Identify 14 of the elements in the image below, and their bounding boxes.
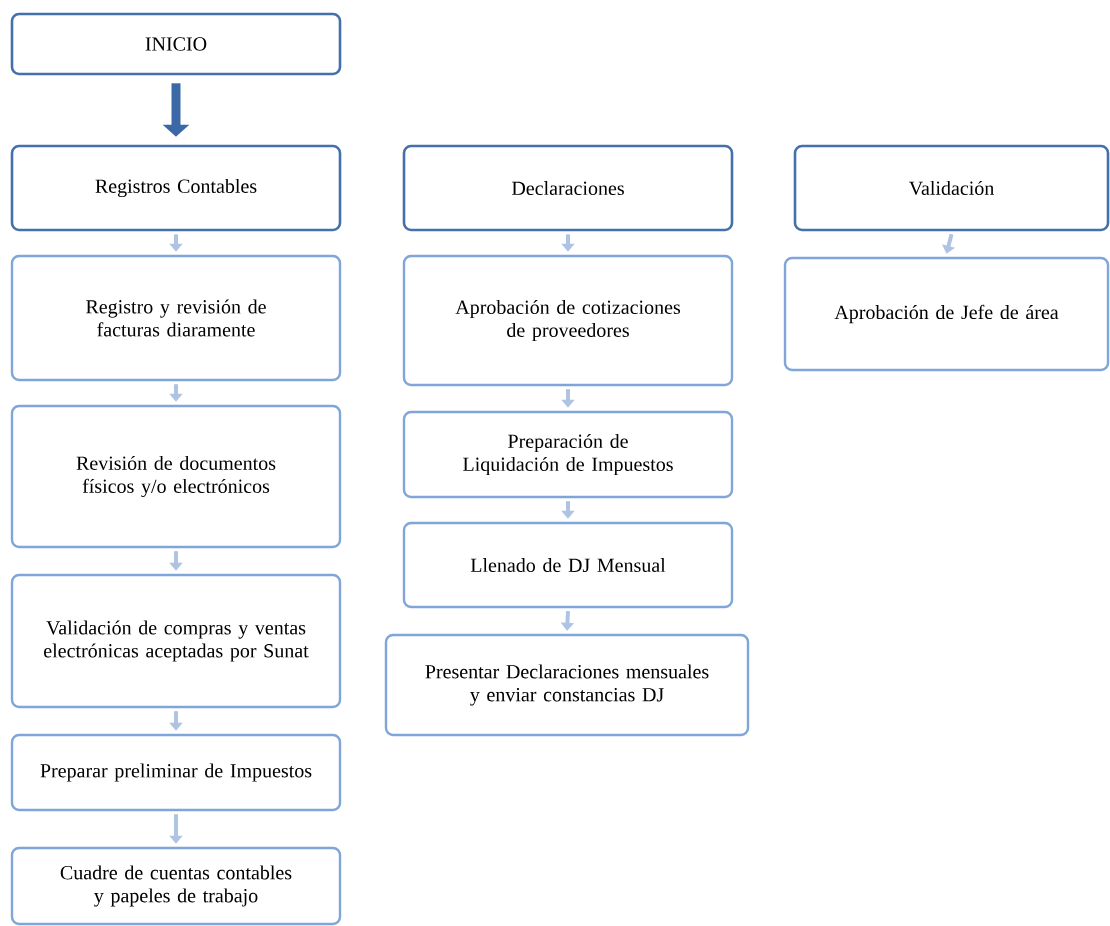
step-box: Presentar Declaraciones mensuales y enviar constancias DJ [384,633,750,737]
step-box: Preparación de Liquidación de Impuestos [402,410,734,499]
step-box: Aprobación de cotizaciones de proveedores [402,254,734,387]
heading-box: Declaraciones [402,144,734,232]
step-box: Preparar preliminar de Impuestos [10,733,342,812]
step-box: Aprobación de Jefe de área [783,256,1110,372]
step-box: Validación de compras y ventas electrónicas aceptadas por Sunat [10,573,342,709]
step-box: Revisión de documentos físicos y/o electrónicos [10,404,342,549]
heading-box: INICIO [10,12,342,76]
step-box: Llenado de DJ Mensual [402,521,734,609]
heading-box: Validación [793,144,1110,232]
heading-box: Registros Contables [10,144,342,232]
step-box: Cuadre de cuentas contables y papeles de trabajo [10,846,342,926]
step-box: Registro y revisión de facturas diaramente [10,254,342,382]
